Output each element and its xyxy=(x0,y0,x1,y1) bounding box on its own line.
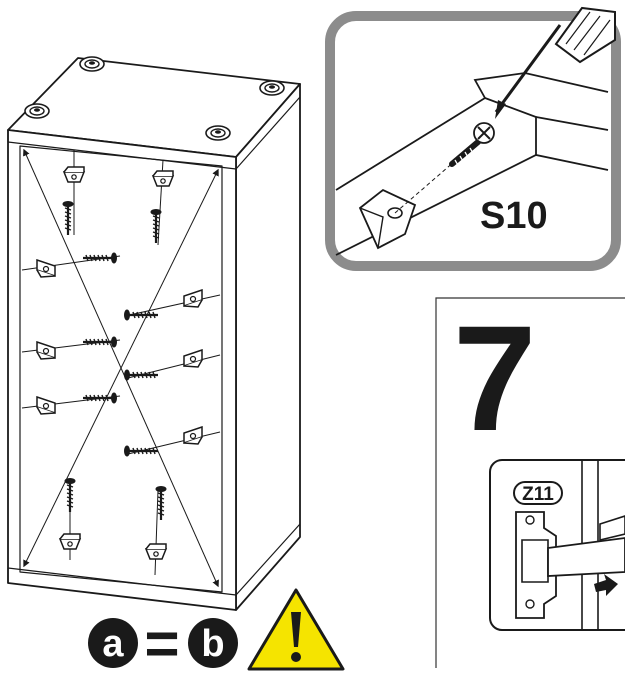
equals-sign: = xyxy=(144,610,179,673)
part-code-z11: Z11 xyxy=(522,484,554,505)
label-a: a xyxy=(102,623,124,665)
label-b: b xyxy=(201,623,224,665)
step-number: 7 xyxy=(453,294,536,462)
hinge-panel-z11: Z11 xyxy=(489,459,625,631)
label-a-badge: a xyxy=(88,618,138,668)
part-code-s10: S10 xyxy=(480,195,548,237)
detail-callout-s10: S10 xyxy=(325,6,621,271)
callout-screw xyxy=(394,122,495,214)
corner-brackets-top xyxy=(61,150,174,246)
side-brackets-right xyxy=(123,289,221,458)
arrow-right-icon xyxy=(594,574,618,596)
label-b-badge: b xyxy=(188,618,238,668)
warning-triangle-icon xyxy=(247,588,345,671)
side-brackets-left xyxy=(21,251,121,415)
step-panel: 7 Z11 xyxy=(435,294,625,668)
screwdriver-icon xyxy=(494,6,616,119)
diagonal-equality: a = b xyxy=(88,610,238,673)
diagonal-b xyxy=(23,168,219,568)
hinge-icon xyxy=(515,511,625,619)
callout-bracket xyxy=(358,188,417,250)
cabinet-drawing xyxy=(7,57,301,611)
corner-brackets-bottom xyxy=(59,477,168,576)
